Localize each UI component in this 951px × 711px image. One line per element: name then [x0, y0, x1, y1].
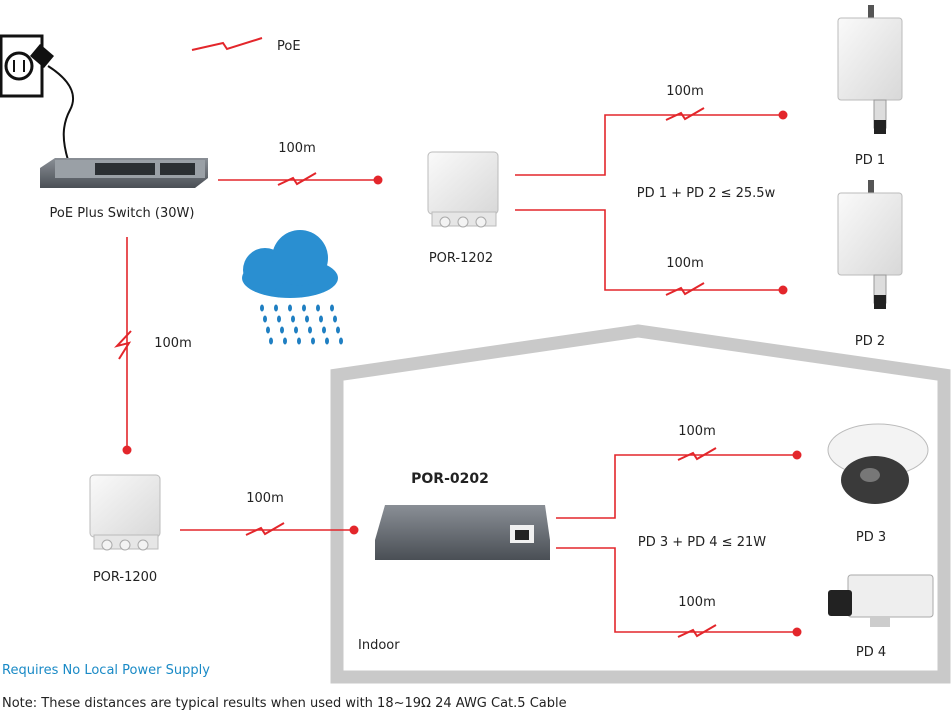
switch-label: PoE Plus Switch (30W) [50, 206, 195, 221]
rain-drop [280, 326, 284, 334]
distance-label: 100m [154, 336, 191, 351]
pd4-label: PD 4 [856, 645, 886, 660]
rain-drop [333, 315, 337, 323]
poe-zigzag-icon [677, 447, 717, 461]
distance-label: 100m [666, 84, 703, 99]
rain-drop [308, 326, 312, 334]
distance-label: 100m [666, 256, 703, 271]
indoor-label: Indoor [358, 638, 400, 653]
rain-drop [274, 304, 278, 312]
rain-drop [288, 304, 292, 312]
rain-drop [325, 337, 329, 345]
rain-drop [339, 337, 343, 345]
rain-cloud-icon [242, 230, 343, 345]
rain-drop [311, 337, 315, 345]
rain-drop [322, 326, 326, 334]
pd1-label: PD 1 [855, 153, 885, 168]
por-0202-image [375, 505, 550, 560]
poe-cables [126, 114, 797, 633]
pd1-access-point-image [837, 5, 903, 134]
rain-drop [297, 337, 301, 345]
por-1200-image [89, 474, 161, 551]
poe-zigzag-icon [113, 330, 132, 360]
por-0202-label: POR-0202 [411, 471, 489, 487]
pd2-access-point-image [837, 180, 903, 309]
rain-drop [330, 304, 334, 312]
rain-drop [291, 315, 295, 323]
por-1202-image [427, 151, 499, 228]
power-outlet-icon [0, 34, 75, 161]
por-1202-label: POR-1202 [429, 251, 493, 266]
pd12-power-budget: PD 1 + PD 2 ≤ 25.5w [637, 186, 776, 201]
rain-drop [260, 304, 264, 312]
poe-zigzag-icon [277, 172, 317, 186]
poe-zigzag-icon [191, 37, 263, 51]
distance-label: 100m [678, 424, 715, 439]
distance-label: 100m [678, 595, 715, 610]
rain-drop [316, 304, 320, 312]
poe-zigzag-icon [665, 282, 705, 296]
power-note: Requires No Local Power Supply [2, 663, 210, 678]
poe-zigzag-markers [113, 37, 717, 638]
rain-drop [269, 337, 273, 345]
rain-drop [263, 315, 267, 323]
pd34-power-budget: PD 3 + PD 4 ≤ 21W [638, 535, 766, 550]
pd3-dome-camera-image [827, 423, 929, 504]
rain-drop [277, 315, 281, 323]
rain-drop [302, 304, 306, 312]
rain-drop [305, 315, 309, 323]
cable-endpoints [122, 110, 802, 637]
indoor-house-outline [330, 324, 951, 684]
rain-drop [266, 326, 270, 334]
distance-label: 100m [278, 141, 315, 156]
legend-poe-label: PoE [277, 39, 301, 54]
distance-label: 100m [246, 491, 283, 506]
pd4-box-camera-image [828, 574, 934, 627]
poe-zigzag-icon [245, 522, 285, 536]
cable-note: Note: These distances are typical result… [2, 696, 567, 711]
por-1200-label: POR-1200 [93, 570, 157, 585]
poe-zigzag-icon [677, 624, 717, 638]
rain-drop [283, 337, 287, 345]
poe-zigzag-icon [665, 107, 705, 121]
rain-drop [294, 326, 298, 334]
rain-drop [319, 315, 323, 323]
poe-plus-switch-image [40, 158, 208, 188]
rain-drop [336, 326, 340, 334]
pd2-label: PD 2 [855, 334, 885, 349]
pd3-label: PD 3 [856, 530, 886, 545]
